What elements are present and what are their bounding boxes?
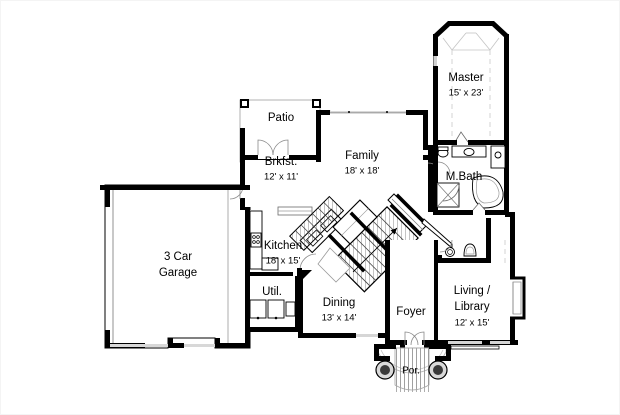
mbath-toilet <box>437 146 449 158</box>
label-family: Family <box>345 150 379 162</box>
label-kitchen: Kitchen <box>264 240 302 252</box>
label-living: Living / <box>454 285 491 297</box>
label-foyer: Foyer <box>396 306 426 318</box>
room-breakfast <box>229 160 320 210</box>
powder-toilet <box>463 243 477 257</box>
label-patio: Patio <box>268 112 294 124</box>
room-family <box>316 110 442 212</box>
mbath-vanity <box>451 145 487 158</box>
label-porch: Por. <box>402 366 420 377</box>
room-powder <box>421 218 491 265</box>
exterior-walls-right <box>505 212 515 217</box>
room-porch <box>374 344 500 392</box>
room-mbath <box>433 145 509 215</box>
mbath-tub <box>472 175 504 209</box>
utility-washer <box>249 299 296 320</box>
label-utility: Util. <box>262 286 282 298</box>
label-dining-dim: 13' x 14' <box>322 313 357 324</box>
powder-sink <box>445 247 455 257</box>
label-kitchen-dim: 18' x 15' <box>266 256 301 267</box>
label-mbath: M.Bath <box>446 171 482 183</box>
kitchen-range <box>250 232 262 248</box>
label-garage-2: Garage <box>159 267 197 279</box>
label-master: Master <box>448 72 483 84</box>
room-utility <box>245 276 300 332</box>
mbath-shower <box>490 145 506 169</box>
room-living-library <box>438 215 526 345</box>
patio-column-left <box>240 99 249 108</box>
living-bay-window <box>510 276 526 320</box>
porch-column-right <box>428 360 448 380</box>
room-labels: Master 15' x 23' M.Bath Patio Brkfst. 12… <box>159 72 491 377</box>
label-master-dim: 15' x 23' <box>449 88 484 99</box>
staircase <box>289 193 427 293</box>
label-dining: Dining <box>323 297 356 309</box>
label-library: Library <box>454 301 489 313</box>
room-patio <box>239 99 321 163</box>
patio-column-right <box>312 99 321 108</box>
label-garage: 3 Car <box>164 251 192 263</box>
porch-column-left <box>375 360 395 380</box>
label-breakfast: Brkfst. <box>265 156 298 168</box>
mbath-closet <box>436 182 460 208</box>
label-family-dim: 18' x 18' <box>345 166 380 177</box>
room-master <box>433 21 509 145</box>
wall-garage-house <box>100 185 250 190</box>
label-library-dim: 12' x 15' <box>455 318 490 329</box>
label-breakfast-dim: 12' x 11' <box>264 172 298 183</box>
room-foyer <box>385 240 440 352</box>
